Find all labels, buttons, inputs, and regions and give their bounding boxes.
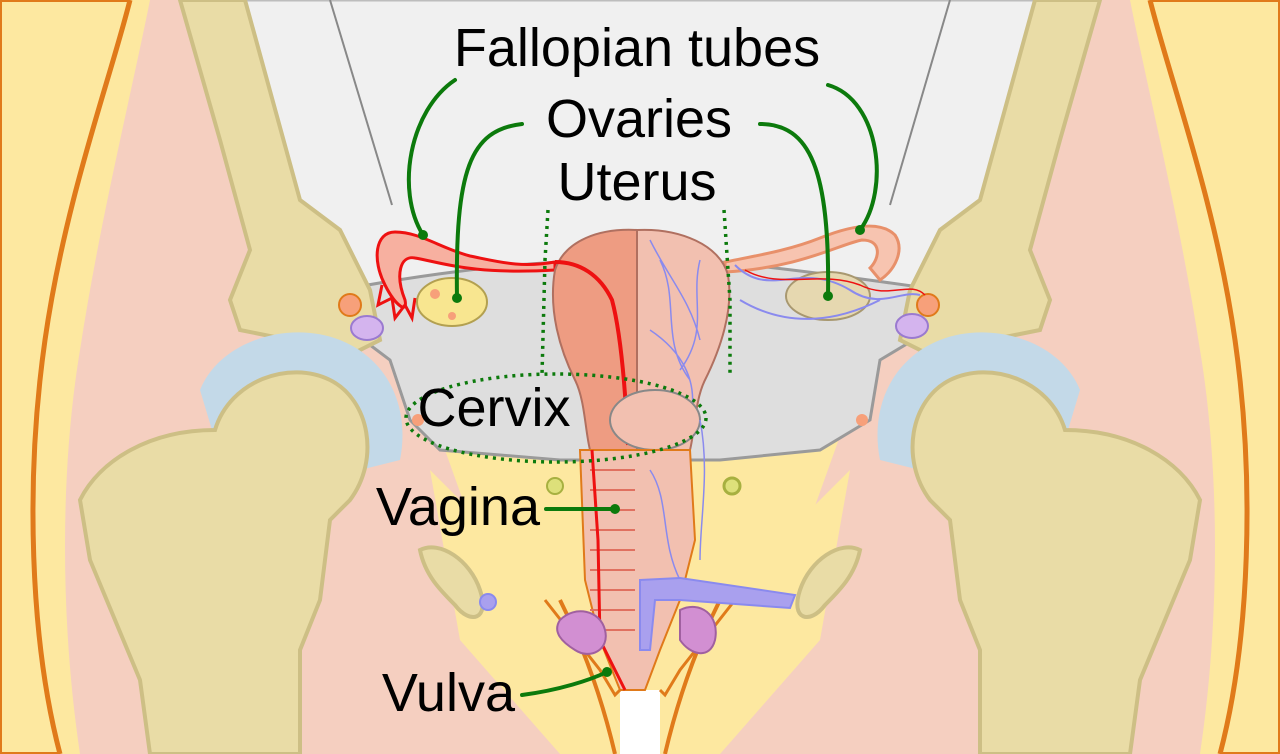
leader-fallopian-left [406,78,457,237]
right-iliac-vein [895,313,929,339]
leader-fallopian-right-dot [855,225,865,235]
right-vessel-small [856,414,868,426]
leader-vulva-dot [602,667,612,677]
left-obturator-nerve [546,477,564,495]
cervix-section [609,389,701,451]
leader-ovaries-left [454,122,524,300]
vaginal-wall [590,449,627,691]
vaginal-wall-veins [649,419,706,581]
left-pudendal-vessel [479,593,497,611]
cervix-dotted-ellipse [404,372,708,464]
label-fallopian-tubes: Fallopian tubes [454,18,820,78]
leader-fallopian-left-dot [418,230,428,240]
right-adnexa-vessels [734,264,921,320]
right-femur [910,370,1203,754]
left-iliac-artery [338,293,362,317]
uterus [551,228,731,451]
clitoris [639,576,797,651]
leader-vulva [520,670,609,697]
outer-skin-outline-right [1147,0,1250,754]
perineum-area [430,470,850,754]
left-fimbriae [375,284,417,323]
right-obturator-nerve [722,476,742,496]
outer-skin-outline-left [30,0,133,754]
left-iliac-vein [350,315,384,341]
right-pubic-bone [795,545,863,619]
label-ovaries: Ovaries [546,89,732,149]
suspensory-ligament-left [329,0,393,206]
leader-lines [406,78,879,697]
left-pubic-bone [417,545,485,619]
label-vagina: Vagina [376,477,541,537]
labels: Fallopian tubes Ovaries Uterus Cervix Va… [376,18,820,723]
vulva [543,576,797,754]
left-ovary-follicle-1 [430,289,440,299]
right-iliac-artery [916,293,940,317]
pelvic-bones [77,0,1203,754]
label-uterus: Uterus [557,152,716,212]
vulva-right-outline [663,599,722,754]
vessel-cross-sections [338,293,940,611]
vestibular-bulb-right [679,605,717,655]
uterus-dotted-outline-right [722,209,732,375]
label-cervix: Cervix [417,378,570,438]
highlight-outlines [404,209,732,464]
label-vulva: Vulva [382,663,516,723]
leader-ovaries-right-dot [823,291,833,301]
adnexa [375,224,926,327]
leader-ovaries-right [758,122,831,298]
suspensory-ligament-right [889,0,951,206]
left-hip-socket-cartilage [200,332,403,470]
left-fallopian-tube [375,230,557,309]
right-hip-socket-cartilage [877,332,1080,470]
left-femur [77,370,370,754]
vestibular-bulb-left [556,610,607,655]
leader-ovaries-left-dot [452,293,462,303]
uterus-body-left [551,228,638,451]
left-vessel-small [412,414,424,426]
leader-vagina-dot [610,504,620,514]
uterus-dotted-outline-left [540,209,550,376]
left-ovary-follicle-2 [448,312,456,320]
leader-fallopian-right [826,83,879,232]
uterine-vessels-right [649,239,701,421]
right-adnexa-arteries [744,269,926,296]
